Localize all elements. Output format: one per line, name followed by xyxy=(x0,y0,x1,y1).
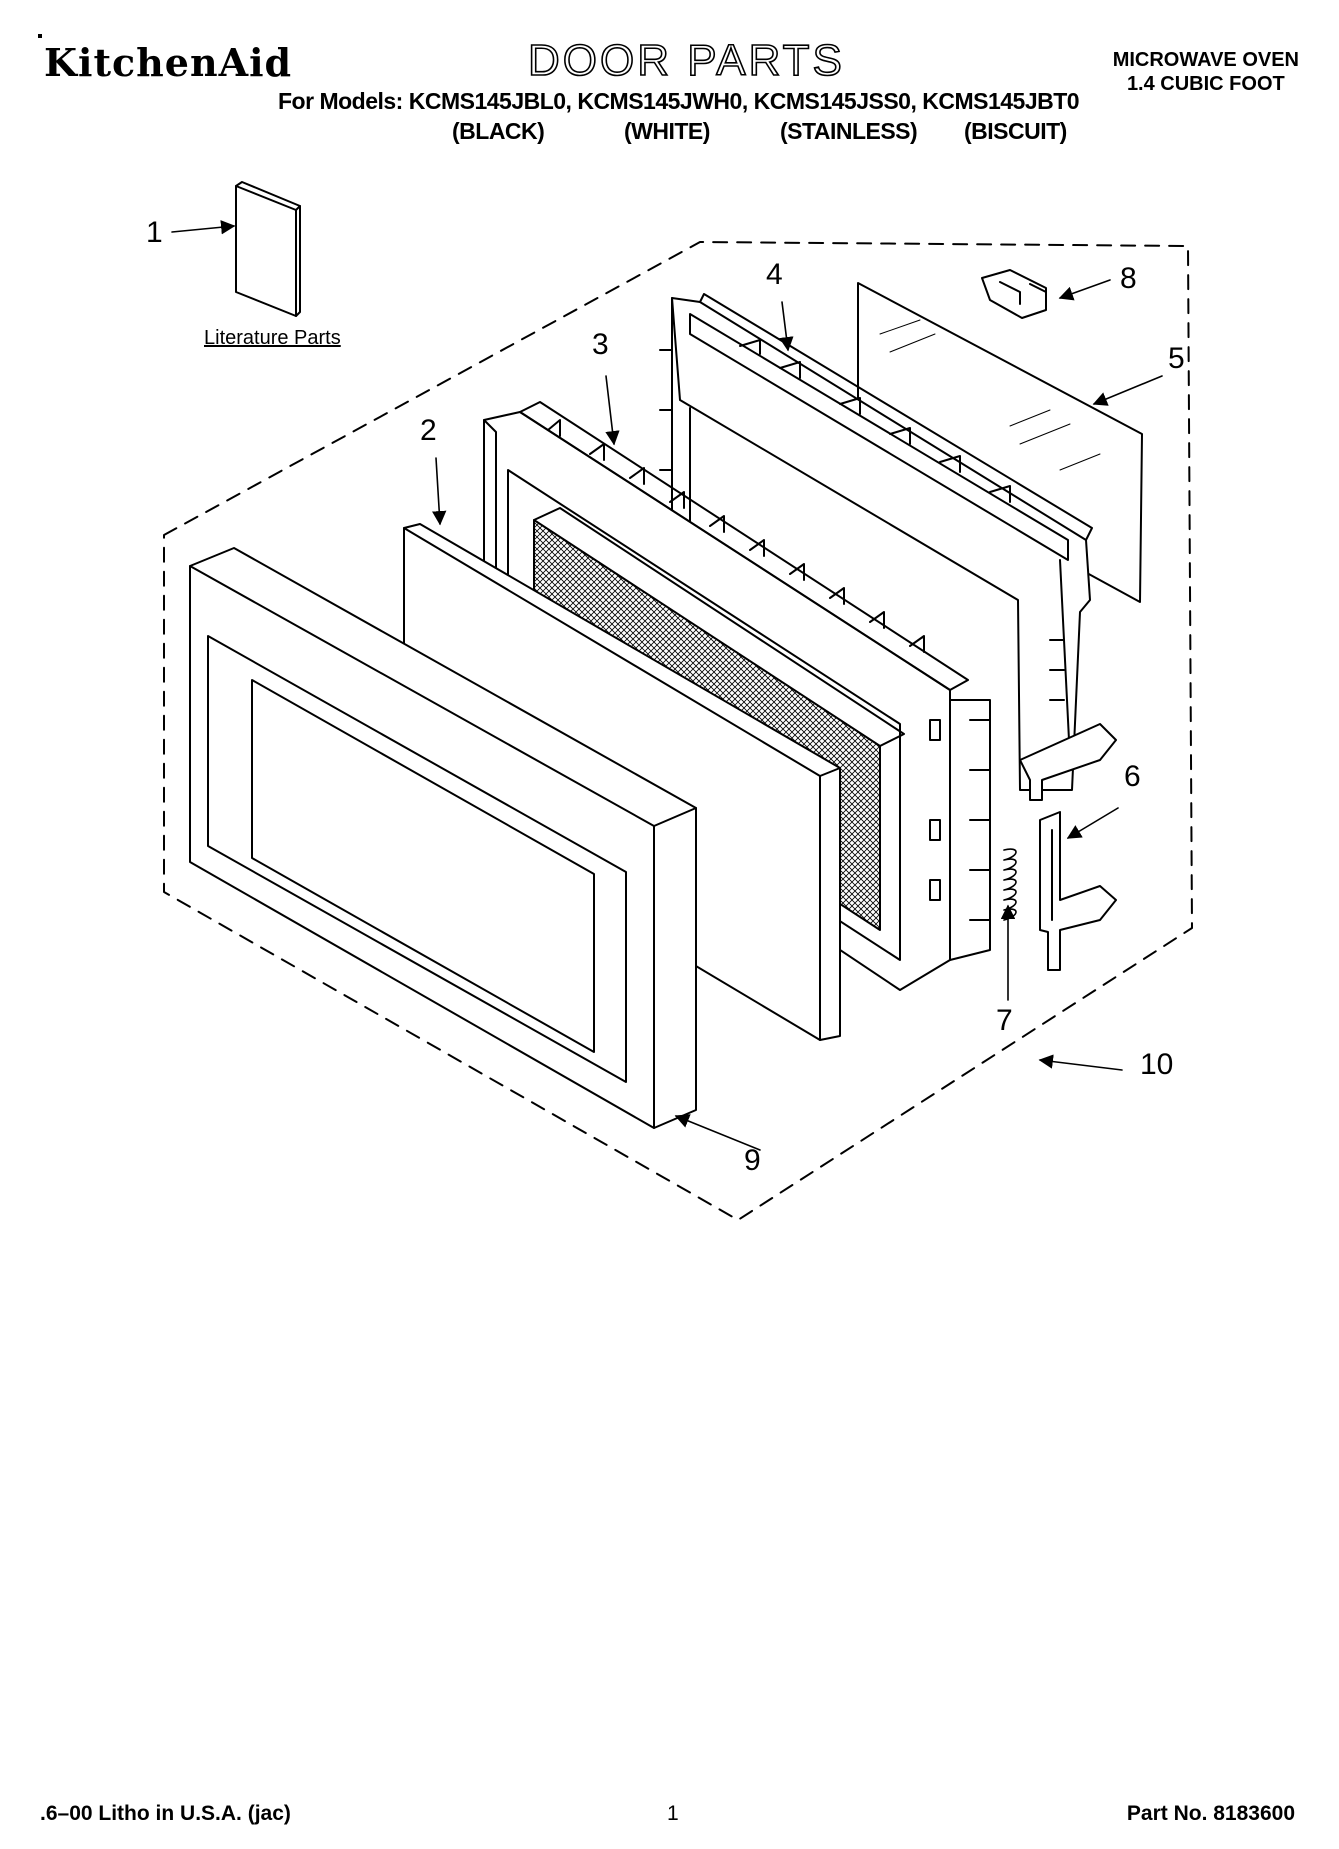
door-latch xyxy=(1019,723,1117,971)
outer-door xyxy=(189,547,697,1129)
part-number: Part No. 8183600 xyxy=(1126,1802,1295,1825)
brand-mark-dot xyxy=(38,34,42,38)
model-list: For Models: KCMS145JBL0, KCMS145JWH0, KC… xyxy=(278,88,1080,114)
litho-note: .6–00 Litho in U.S.A. (jac) xyxy=(40,1802,291,1825)
callout-1: 1 xyxy=(146,216,163,249)
literature-booklet xyxy=(235,181,301,317)
callout-4: 4 xyxy=(766,258,783,291)
callout-6: 6 xyxy=(1124,760,1141,793)
brand-logo: KitchenAid xyxy=(44,40,293,85)
variant-white: (WHITE) xyxy=(624,118,710,144)
callout-9: 9 xyxy=(744,1144,761,1177)
door-window-glass xyxy=(857,282,1143,603)
assembly-outline xyxy=(163,241,1193,1221)
literature-parts-label: Literature Parts xyxy=(204,327,341,349)
variant-biscuit: (BISCUIT) xyxy=(964,118,1067,144)
variant-stainless: (STAINLESS) xyxy=(780,118,918,144)
callout-3: 3 xyxy=(592,328,609,361)
page-title: DOOR PARTS xyxy=(527,35,845,86)
callout-8: 8 xyxy=(1120,262,1137,295)
callout-2: 2 xyxy=(420,414,437,447)
product-type: MICROWAVE OVEN xyxy=(1112,49,1299,71)
door-frame xyxy=(659,293,1093,791)
door-clip xyxy=(981,269,1047,319)
latch-spring xyxy=(1003,848,1017,921)
variant-black: (BLACK) xyxy=(452,118,545,144)
callout-leaders xyxy=(171,220,1163,1151)
callout-5: 5 xyxy=(1168,342,1185,375)
page-number: 1 xyxy=(667,1802,679,1825)
product-description: MICROWAVE OVEN 1.4 CUBIC FOOT xyxy=(1113,48,1299,96)
product-capacity: 1.4 CUBIC FOOT xyxy=(1126,73,1285,95)
callout-7: 7 xyxy=(996,1004,1013,1037)
callout-10: 10 xyxy=(1140,1048,1174,1081)
